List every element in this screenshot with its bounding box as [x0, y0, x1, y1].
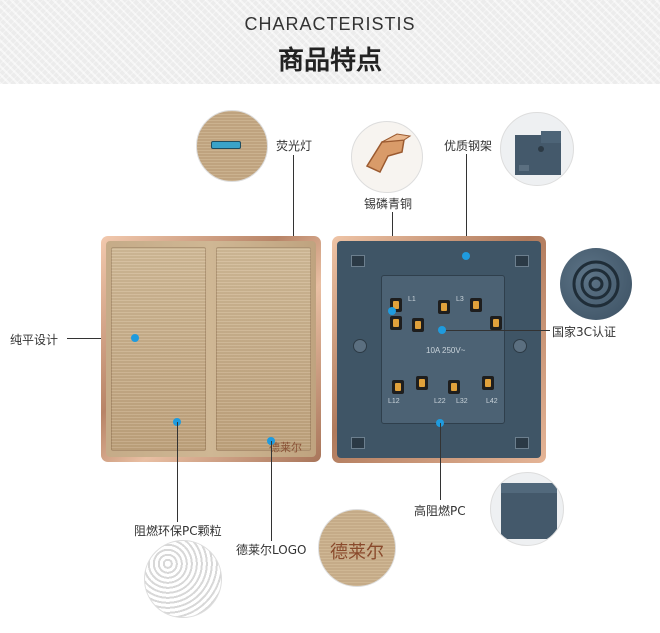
label-brand-logo: 德莱尔LOGO — [236, 543, 307, 557]
dot-cert-3c — [438, 326, 446, 334]
leader-pc-material — [440, 423, 441, 500]
leader-brand-logo — [271, 441, 272, 541]
label-flat-design: 纯平设计 — [10, 333, 59, 347]
mount-tab — [351, 437, 365, 449]
fluorescent-closeup — [196, 110, 268, 182]
terminal-label: L1 — [408, 296, 416, 303]
cert-3c-closeup — [560, 248, 632, 320]
header-banner: CHARACTERISTIS 商品特点 — [0, 0, 660, 84]
copper-clip-icon — [365, 133, 412, 173]
terminal-label: L3 — [456, 296, 464, 303]
terminal — [448, 380, 460, 394]
switch-back-panel: 10A 250V~ L1 L3 L22 L32 L42 L12 — [332, 236, 546, 463]
label-pc-material: 高阻燃PC — [414, 504, 466, 518]
banner-title-cn: 商品特点 — [277, 46, 382, 76]
label-bronze: 锡磷青铜 — [364, 197, 413, 211]
screw-hole — [353, 339, 367, 353]
mount-tab — [515, 255, 529, 267]
terminal — [470, 298, 482, 312]
bronze-closeup — [351, 121, 423, 193]
leader-cert-3c — [446, 330, 550, 331]
label-steel-frame: 优质钢架 — [444, 139, 493, 153]
terminal-label: L32 — [456, 398, 468, 405]
dot-bronze — [388, 307, 396, 315]
terminal-block: 10A 250V~ L1 L3 L22 L32 L42 L12 — [381, 275, 505, 424]
front-brand-logo: 德莱尔 — [269, 441, 302, 454]
terminal — [412, 318, 424, 332]
terminal — [416, 376, 428, 390]
steel-frame-closeup — [500, 112, 574, 186]
ccc-mark-icon — [572, 260, 620, 308]
brand-logo-text: 德莱尔 — [330, 542, 384, 563]
mount-tab — [351, 255, 365, 267]
brand-logo-closeup: 德莱尔 — [318, 509, 396, 587]
label-cert-3c: 国家3C认证 — [552, 325, 617, 339]
rocker-right[interactable] — [216, 247, 311, 451]
switch-front-panel: 德莱尔 — [101, 236, 321, 462]
leader-fluorescent — [293, 155, 294, 255]
pc-sample-icon — [501, 483, 557, 539]
terminal — [490, 316, 502, 330]
label-fluorescent: 荧光灯 — [276, 139, 313, 153]
label-pc-particles: 阻燃环保PC颗粒 — [134, 524, 222, 538]
terminal-label: L22 — [434, 398, 446, 405]
terminal-label: L42 — [486, 398, 498, 405]
steel-frame-icon — [515, 131, 561, 175]
front-faceplate: 德莱尔 — [106, 241, 316, 457]
terminal — [482, 376, 494, 390]
indicator-light-icon — [211, 141, 241, 149]
mount-tab — [515, 437, 529, 449]
terminal — [390, 316, 402, 330]
terminal — [438, 300, 450, 314]
banner-title-en: CHARACTERISTIS — [244, 14, 416, 34]
dot-flat-design — [131, 334, 139, 342]
leader-steel-frame — [466, 154, 467, 254]
pc-particles-closeup — [144, 540, 222, 618]
dot-steel-frame — [462, 252, 470, 260]
leader-pc-particles — [177, 422, 178, 522]
rating-text: 10A 250V~ — [426, 346, 466, 355]
pc-material-closeup — [490, 472, 564, 546]
terminal — [392, 380, 404, 394]
screw-hole — [513, 339, 527, 353]
rocker-left[interactable] — [111, 247, 206, 451]
terminal-label: L12 — [388, 398, 400, 405]
